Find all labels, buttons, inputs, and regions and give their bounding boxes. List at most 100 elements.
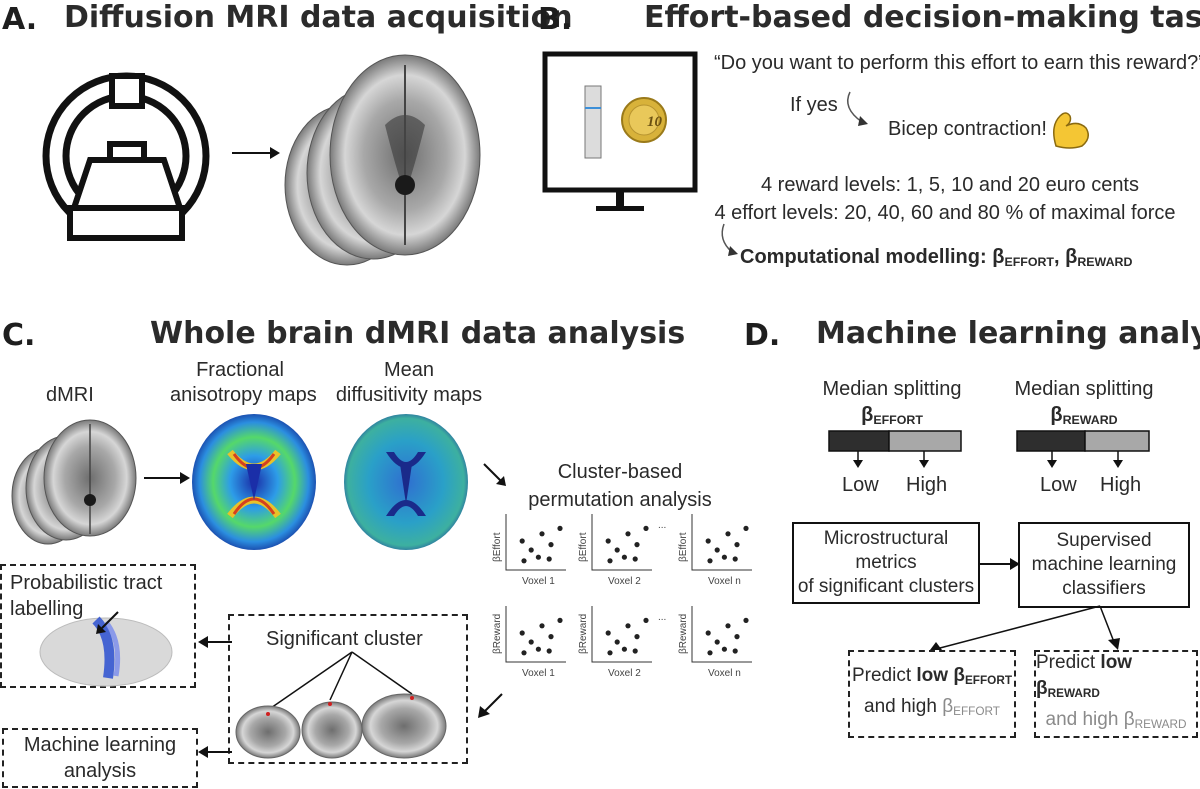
scatter-dot bbox=[632, 648, 638, 654]
scatter-dot bbox=[621, 646, 627, 652]
tract-arrow bbox=[96, 611, 119, 634]
scatter-dot bbox=[548, 634, 554, 640]
scatter-dot bbox=[528, 547, 534, 553]
supervised-line2: machine learning bbox=[1031, 554, 1177, 575]
scatter-dot bbox=[548, 542, 554, 548]
scatter-dot bbox=[546, 556, 552, 562]
if-yes-label: If yes bbox=[790, 94, 838, 116]
scatter-dot bbox=[632, 556, 638, 562]
probabilistic-line2: labelling bbox=[10, 598, 84, 620]
scatter-dot bbox=[519, 538, 525, 544]
beta-sym-reward-1: β bbox=[1036, 678, 1048, 700]
arrow-micro-to-supervised bbox=[980, 558, 1020, 570]
scatter-dot bbox=[607, 650, 613, 656]
beta-effort-symbol: β bbox=[992, 246, 1005, 268]
median-split-effort: Median splitting βEFFORT bbox=[812, 376, 972, 433]
effort-high: High bbox=[906, 474, 948, 496]
and-high-word-r: and high bbox=[1045, 709, 1124, 730]
fa-line1: Fractional bbox=[196, 359, 284, 381]
fa-line2: anisotropy maps bbox=[170, 384, 317, 406]
scatter-dot bbox=[539, 623, 545, 629]
scatter-dot bbox=[614, 547, 620, 553]
md-label: Mean diffusitivity maps bbox=[334, 358, 484, 408]
euro-coin-icon: 10 bbox=[621, 97, 667, 143]
beta-reward-sub: REWARD bbox=[1077, 255, 1133, 270]
reward-high: High bbox=[1100, 474, 1142, 496]
scatter-ellipsis: ... bbox=[658, 612, 666, 623]
predict-word: Predict bbox=[851, 665, 917, 687]
probabilistic-line1: Probabilistic tract bbox=[10, 572, 163, 594]
median-split-effort-beta: βEFFORT bbox=[812, 402, 972, 433]
scatter-y-label: βEffort bbox=[492, 532, 503, 562]
panel-c-letter: C. bbox=[2, 318, 36, 353]
scatter-y-label: βReward bbox=[678, 614, 689, 654]
scatter-dot bbox=[725, 531, 731, 537]
scatter-dot bbox=[707, 650, 713, 656]
panel-b-letter: B. bbox=[538, 2, 573, 37]
scatter-dot bbox=[557, 525, 563, 531]
scatter-dot bbox=[732, 556, 738, 562]
scatter-dot bbox=[734, 634, 740, 640]
panel-a-letter: A. bbox=[2, 2, 38, 37]
scatter-ellipsis: ... bbox=[658, 520, 666, 531]
scatter-dot bbox=[521, 558, 527, 564]
panel-b-title: Effort-based decision-making task bbox=[644, 0, 1200, 35]
mri-scanner-icon bbox=[42, 72, 210, 241]
scatter-y-label: βReward bbox=[578, 614, 589, 654]
ml-analysis-box bbox=[2, 728, 198, 788]
beta-sym-effort-2: β bbox=[942, 696, 954, 717]
arrows-to-predictions bbox=[930, 605, 1120, 650]
median-split-reward-beta: βREWARD bbox=[1004, 402, 1164, 433]
micro-line2: of significant clusters bbox=[797, 576, 975, 597]
md-map-image bbox=[344, 414, 468, 550]
beta-sym-reward-2: β bbox=[1123, 709, 1135, 730]
median-split-reward: Median splitting βREWARD bbox=[1004, 376, 1164, 433]
predict-reward-box: Predict low βREWARD and high βREWARD bbox=[1034, 650, 1198, 738]
fa-map-image bbox=[192, 414, 316, 550]
reward-sub-2: REWARD bbox=[1134, 717, 1187, 731]
predict-effort-line1: Predict low βEFFORT bbox=[852, 663, 1012, 694]
micro-line1: Microstructural metrics bbox=[823, 528, 949, 573]
scatter-x-label: Voxel 1 bbox=[522, 576, 555, 587]
if-yes-arrow bbox=[847, 91, 868, 126]
scatter-dot bbox=[743, 617, 749, 623]
scatter-dot bbox=[721, 646, 727, 652]
tract-brain-image bbox=[39, 616, 173, 687]
reward-levels: 4 reward levels: 1, 5, 10 and 20 euro ce… bbox=[760, 174, 1139, 196]
reward-sub: REWARD bbox=[1062, 413, 1118, 428]
scatter-dot bbox=[605, 630, 611, 636]
scatter-y-label: βEffort bbox=[678, 532, 689, 562]
predict-reward-line2: and high βREWARD bbox=[1046, 707, 1187, 738]
brain-slices-image bbox=[284, 54, 481, 266]
md-line2: diffusitivity maps bbox=[335, 384, 483, 406]
reward-sub-1: REWARD bbox=[1047, 687, 1100, 700]
microstructural-box: Microstructural metrics of significant c… bbox=[792, 522, 980, 604]
arrow-cluster-to-tract bbox=[198, 636, 232, 648]
scatter-dot bbox=[634, 634, 640, 640]
cluster-line2: permutation analysis bbox=[528, 489, 712, 511]
scatter-dot bbox=[557, 617, 563, 623]
reward-low: Low bbox=[1040, 474, 1077, 496]
scatter-dot bbox=[605, 538, 611, 544]
scatter-dot bbox=[643, 617, 649, 623]
predict-reward-line1: Predict low βREWARD bbox=[1036, 650, 1196, 707]
panel-c-title: Whole brain dMRI data analysis bbox=[150, 316, 686, 351]
scatter-dot bbox=[707, 558, 713, 564]
scatter-x-label: Voxel n bbox=[708, 576, 741, 587]
effort-sub-2: EFFORT bbox=[953, 704, 1000, 718]
scatter-dot bbox=[625, 623, 631, 629]
scatter-dot bbox=[634, 542, 640, 548]
scatter-x-label: Voxel 2 bbox=[608, 668, 641, 679]
scatter-x-label: Voxel n bbox=[708, 668, 741, 679]
scatter-dot bbox=[535, 554, 541, 560]
effort-sub-1: EFFORT bbox=[964, 674, 1013, 687]
md-line1: Mean bbox=[383, 359, 435, 381]
arrow-cluster-to-ml bbox=[198, 746, 232, 758]
supervised-line3: classifiers bbox=[1062, 578, 1146, 599]
cluster-permutation-label: Cluster-based permutation analysis bbox=[520, 458, 720, 514]
modelling-label: Computational modelling: bbox=[740, 246, 993, 268]
beta-effort-sub: EFFORT bbox=[1004, 255, 1054, 270]
bicep-label: Bicep contraction! bbox=[888, 118, 1047, 140]
scatter-dot bbox=[714, 639, 720, 645]
scatter-dot bbox=[535, 646, 541, 652]
